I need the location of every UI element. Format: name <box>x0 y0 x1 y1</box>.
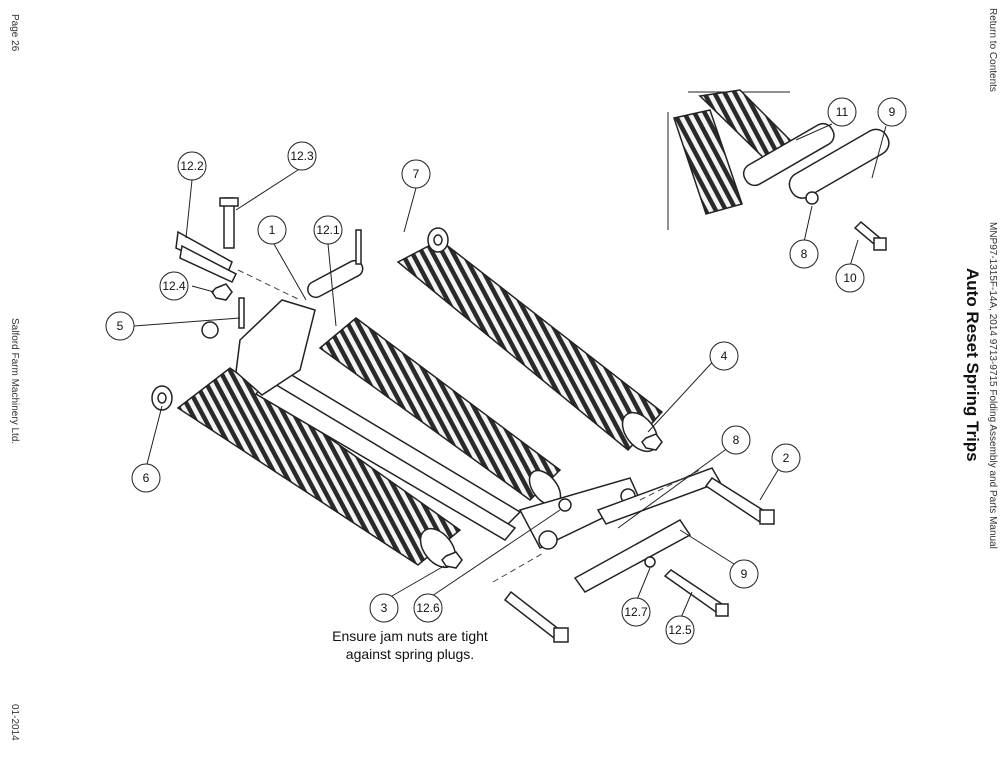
callout-5: 5 <box>105 311 135 341</box>
callout-9: 9 <box>729 559 759 589</box>
callout-8-inset: 8 <box>789 239 819 269</box>
callout-2: 2 <box>771 443 801 473</box>
nuts-washers <box>151 227 663 569</box>
svg-text:9: 9 <box>889 105 896 119</box>
link-plates <box>573 122 890 593</box>
callout-9-inset: 9 <box>877 97 907 127</box>
svg-text:12.4: 12.4 <box>162 279 186 293</box>
svg-text:3: 3 <box>381 601 388 615</box>
clevis <box>175 230 238 283</box>
svg-text:10: 10 <box>843 271 857 285</box>
callout-1: 1 <box>257 215 287 245</box>
callout-12-4: 12.4 <box>159 271 189 301</box>
callout-12-3: 12.3 <box>287 141 317 171</box>
svg-text:5: 5 <box>117 319 124 333</box>
svg-text:12.2: 12.2 <box>180 159 204 173</box>
bolts <box>219 197 887 643</box>
callout-12-1: 12.1 <box>313 215 343 245</box>
svg-text:12.5: 12.5 <box>668 623 692 637</box>
callout-3: 3 <box>369 593 399 623</box>
callout-8: 8 <box>721 425 751 455</box>
callout-12-5: 12.5 <box>665 615 695 645</box>
part-callouts: 12.2 12.3 7 1 12.1 12.4 5 6 4 8 2 9 3 12… <box>105 97 907 645</box>
leader-lines <box>133 123 887 621</box>
callout-12-2: 12.2 <box>177 151 207 181</box>
svg-text:9: 9 <box>741 567 748 581</box>
svg-text:8: 8 <box>733 433 740 447</box>
callout-7: 7 <box>401 159 431 189</box>
callout-12-6: 12.6 <box>413 593 443 623</box>
svg-text:12.7: 12.7 <box>624 605 648 619</box>
svg-text:11: 11 <box>836 105 849 119</box>
svg-text:4: 4 <box>721 349 728 363</box>
svg-text:12.1: 12.1 <box>316 223 340 237</box>
callout-12-7: 12.7 <box>621 597 651 627</box>
callout-10: 10 <box>835 263 865 293</box>
svg-text:7: 7 <box>413 167 420 181</box>
callout-11: 11 <box>827 97 857 127</box>
center-coil-spring <box>318 317 562 507</box>
callout-6: 6 <box>131 463 161 493</box>
svg-text:6: 6 <box>143 471 150 485</box>
assembly-note-line-1: Ensure jam nuts are tight <box>332 628 488 644</box>
svg-text:12.3: 12.3 <box>290 149 314 163</box>
mount-bracket <box>201 259 364 396</box>
svg-text:8: 8 <box>801 247 808 261</box>
svg-text:12.6: 12.6 <box>416 601 440 615</box>
assembly-note-line-2: against spring plugs. <box>345 646 475 662</box>
svg-text:1: 1 <box>269 223 276 237</box>
callout-4: 4 <box>709 341 739 371</box>
svg-text:2: 2 <box>783 451 790 465</box>
